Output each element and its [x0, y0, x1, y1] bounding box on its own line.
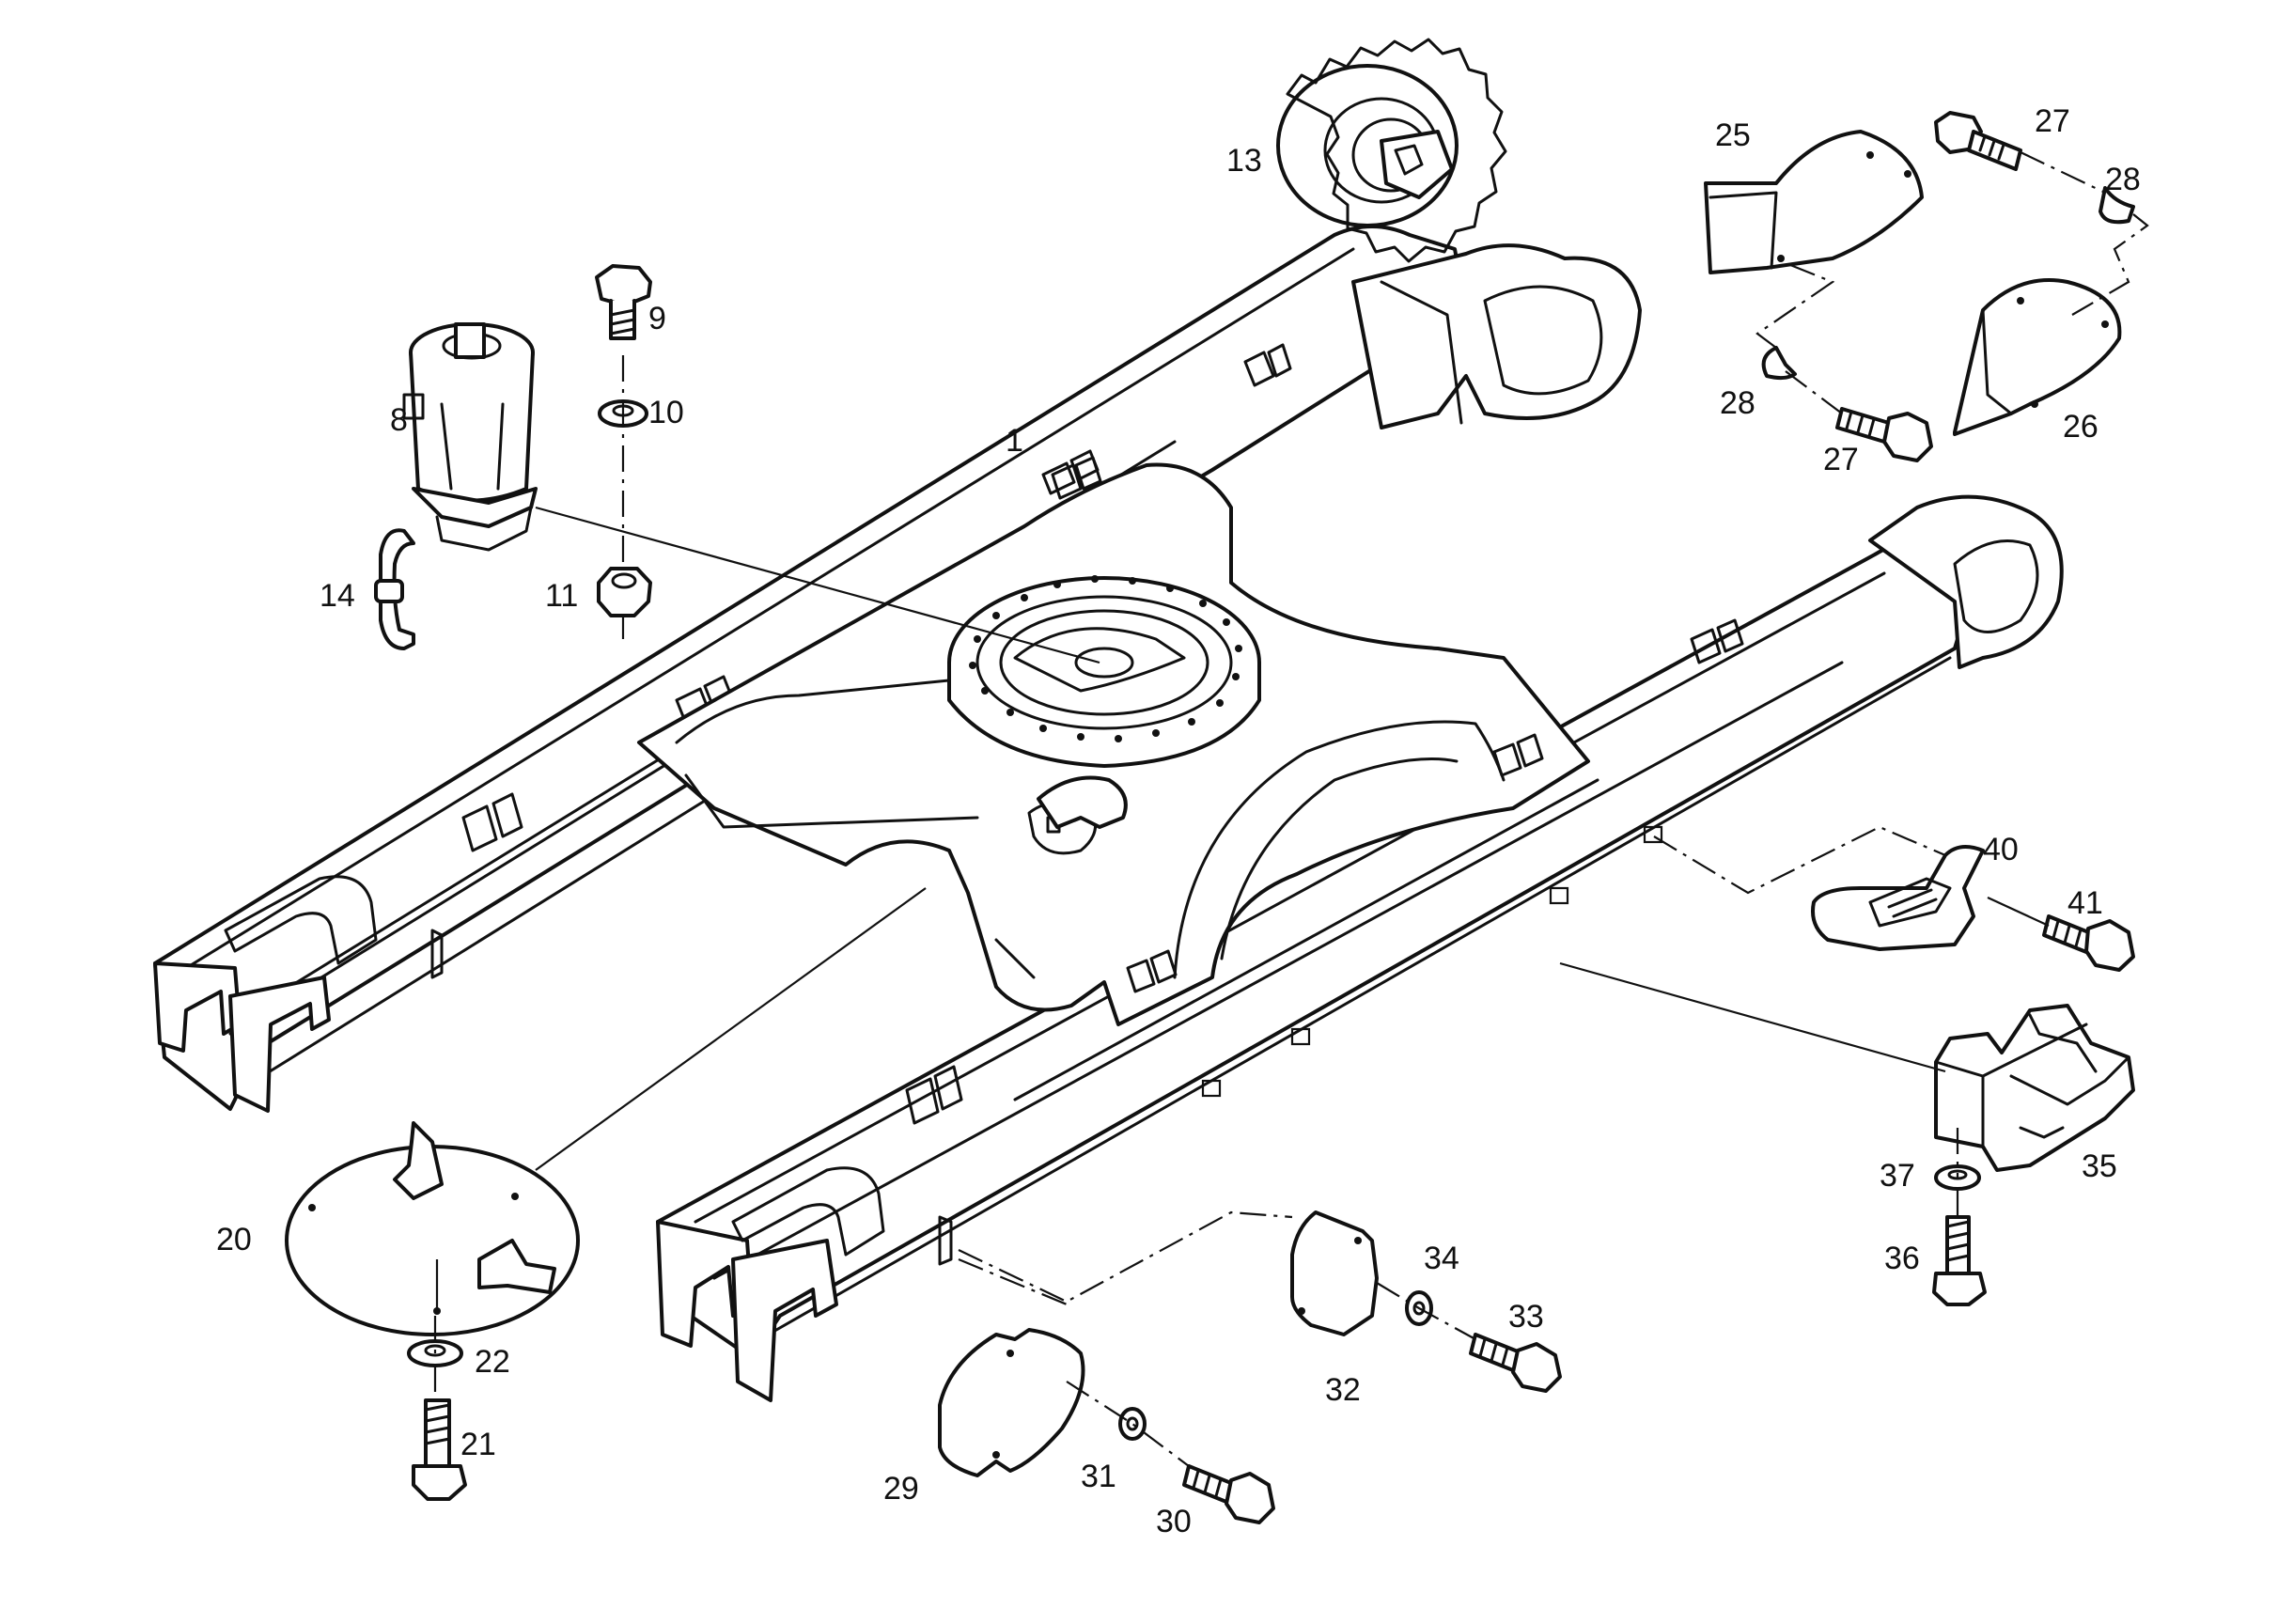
lock-plate-28-upper	[2099, 186, 2135, 225]
cover-plate-20	[285, 1121, 580, 1336]
plate-32	[1290, 1210, 1379, 1336]
wear-pad-40	[1811, 845, 1985, 951]
callout-27-lower: 27	[1823, 442, 1859, 477]
callout-1: 1	[1006, 423, 1023, 459]
callout-26: 26	[2063, 409, 2099, 445]
leader-lines	[433, 151, 2149, 1467]
callout-27-upper: 27	[2035, 103, 2070, 139]
callout-33: 33	[1508, 1299, 1544, 1335]
callout-9: 9	[648, 301, 666, 336]
callout-25: 25	[1715, 117, 1751, 153]
washer-31	[1118, 1407, 1147, 1441]
callout-28-lower: 28	[1720, 385, 1755, 421]
right-side-member	[656, 494, 2064, 1402]
bolt-36	[1932, 1215, 1987, 1306]
callout-8: 8	[390, 402, 408, 438]
hose-clamp	[374, 528, 415, 650]
callout-20: 20	[216, 1222, 252, 1257]
nut-11	[597, 567, 652, 617]
cover-25	[1704, 130, 1924, 274]
callout-14: 14	[320, 578, 355, 614]
callout-37: 37	[1880, 1158, 1915, 1194]
callout-22: 22	[475, 1344, 510, 1380]
callout-28-upper: 28	[2105, 162, 2141, 197]
bolt-27-upper	[1934, 111, 2022, 171]
callout-34: 34	[1424, 1241, 1459, 1276]
callout-11: 11	[545, 578, 578, 614]
callout-29: 29	[883, 1471, 919, 1507]
callout-labels: 1 8 9 10 11 13 14 20 21 22 25 26 27 27 2…	[216, 103, 2141, 1539]
track-frame-assembly	[153, 225, 2064, 1402]
callout-21: 21	[460, 1427, 496, 1462]
callout-30: 30	[1156, 1504, 1192, 1539]
callout-10: 10	[648, 395, 684, 430]
callout-41: 41	[2067, 885, 2103, 921]
callout-40: 40	[1983, 832, 2019, 867]
callout-35: 35	[2082, 1148, 2117, 1184]
callout-32: 32	[1325, 1372, 1361, 1408]
cover-26	[1953, 278, 2122, 436]
bolt-27-lower	[1835, 407, 1933, 462]
callout-13: 13	[1226, 143, 1262, 179]
ring-bolt-holes	[969, 575, 1242, 742]
callout-36: 36	[1884, 1241, 1920, 1276]
final-drive-sprocket	[1276, 38, 1507, 263]
swivel-joint	[402, 322, 538, 552]
center-crossmember	[637, 456, 1590, 1026]
plate-29	[938, 1328, 1085, 1477]
bolt-30	[1182, 1464, 1275, 1524]
bolt-9	[595, 264, 652, 340]
bolt-21	[412, 1398, 467, 1501]
track-guide-35	[1934, 1004, 2135, 1172]
lock-plate-28-lower	[1761, 346, 1797, 381]
bolt-33	[1469, 1333, 1562, 1393]
callout-31: 31	[1081, 1459, 1116, 1494]
bolt-41	[2042, 914, 2135, 972]
